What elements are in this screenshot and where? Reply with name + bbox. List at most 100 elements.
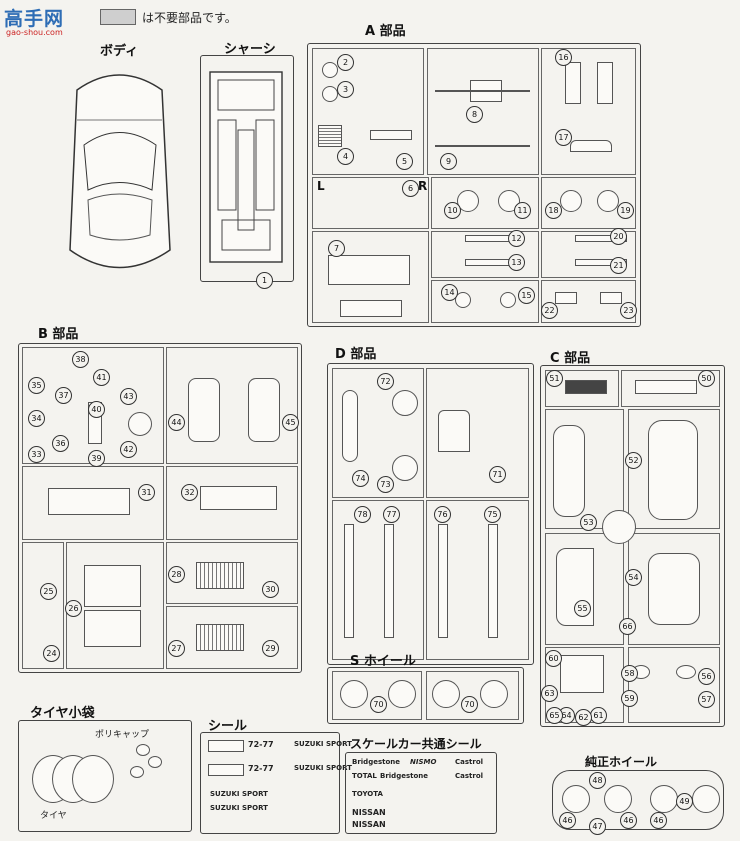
strut-part [597,62,613,104]
brand-decal: SUZUKI SPORT [210,804,268,812]
d-parts-cell [426,368,529,498]
a-parts-cell [312,48,424,175]
scale-seal-label: スケールカー共通シール [350,737,482,751]
steering-wheel-part [392,455,418,481]
upright-part [455,292,471,308]
brand-decal: SUZUKI SPORT [294,740,352,748]
stock-wheel-frame [552,770,724,830]
c-parts-cell [628,533,720,645]
sprue-hub [602,510,636,544]
seat-back-part [188,378,220,442]
part-number: 60 [545,650,562,667]
bridgestone-decal: Bridgestone [352,758,401,766]
part-number: 45 [282,414,299,431]
tire-bag-frame [18,720,192,832]
part-number: 52 [625,452,642,469]
trim-part [342,390,358,462]
tire-label: タイヤ [40,811,67,821]
legend-text: は不要部品です。 [142,11,237,25]
d-parts-frame [327,363,534,665]
scale-seal-frame [345,752,497,834]
part-number: 75 [484,506,501,523]
right-label: R [418,179,428,193]
chassis-drawing [209,71,283,263]
strut-part [565,62,581,104]
part-number: 35 [28,377,45,394]
c-parts-cell [628,409,720,529]
plate-decal: 72-77 [248,764,274,773]
b-parts-cell [22,542,64,669]
part-number: 9 [440,153,457,170]
part-number: 34 [28,410,45,427]
part-number: 62 [575,709,592,726]
bracket-part [555,292,577,304]
part-number: 14 [441,284,458,301]
d-parts-cell [332,368,424,498]
part-number: 12 [508,230,525,247]
decal-part [208,764,244,776]
d-parts-label: D 部品 [335,347,377,362]
part-number: 32 [181,484,198,501]
s-wheel-cell [332,671,422,720]
hub-part [457,190,479,212]
s-wheel-cell [426,671,519,720]
poly-cap-label: ポリキャップ [95,730,150,740]
part-number: 44 [168,414,185,431]
steering-wheel-part [128,412,152,436]
c-parts-cell [545,370,619,407]
part-number: 30 [262,581,279,598]
bridgestone-decal: Bridgestone [380,772,429,780]
poly-cap-part [130,766,144,778]
a-parts-frame [307,43,641,327]
part-number: 54 [625,569,642,586]
rollbar-part [438,410,470,452]
part-number: 66 [619,618,636,635]
upright-part [500,292,516,308]
part-number: 48 [589,772,606,789]
part-number: 47 [589,818,606,835]
part-number: 10 [444,202,461,219]
a-parts-cell [431,280,539,323]
console-part [200,486,277,510]
b-parts-cell [166,466,298,540]
part-number: 74 [352,470,369,487]
seal-label: シール [208,719,248,734]
part-number: 6 [402,180,419,197]
part-number: 57 [698,691,715,708]
brand-decal: SUZUKI SPORT [294,764,352,772]
toyota-decal: TOYOTA [352,790,383,798]
b-parts-cell [166,606,298,669]
part-number: 5 [396,153,413,170]
grille-part [318,125,342,147]
part-number: 28 [168,566,185,583]
bracket-part [600,292,622,304]
part-number: 40 [88,401,105,418]
part-number: 63 [541,685,558,702]
part-number: 24 [43,645,60,662]
a-parts-cell [541,280,636,323]
lamp-part [560,655,604,693]
part-number: 46 [650,812,667,829]
part-number: 17 [555,129,572,146]
window-part [344,524,354,638]
part-number: 8 [466,106,483,123]
part-number: 59 [621,690,638,707]
poly-cap-part [148,756,162,768]
a-parts-cell [541,231,636,278]
a-parts-label: A 部品 [365,24,406,39]
part-number: 13 [508,254,525,271]
watermark-logo: 高手网 [4,8,65,30]
a-parts-cell [431,231,539,278]
seat-back-part [248,378,280,442]
part-number: 65 [546,707,563,724]
c-parts-cell [545,533,624,645]
d-parts-cell [426,500,529,660]
tire-bag-label: タイヤ小袋 [30,706,95,721]
wheel-part [692,785,720,813]
part-number: 3 [337,81,354,98]
mirror-part [676,665,696,679]
wheel-part [650,785,678,813]
wheel-part [388,680,416,708]
part-number: 56 [698,668,715,685]
s-wheel-frame [327,667,524,724]
